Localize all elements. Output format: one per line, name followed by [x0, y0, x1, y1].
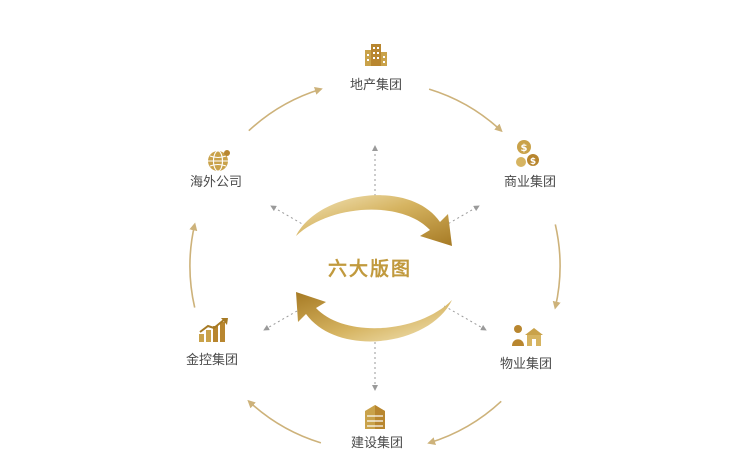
node-wuye[interactable]: 物业集团 [500, 325, 552, 372]
globe-icon [208, 150, 230, 172]
outer-ring-arcs [189, 87, 561, 445]
node-label-wuye: 物业集团 [500, 356, 552, 372]
node-label-shangye: 商业集团 [504, 174, 556, 190]
center-cycle: 六大版图 [296, 195, 452, 342]
ring-arc-1 [552, 224, 561, 310]
ring-arc-2 [427, 400, 502, 445]
svg-text:$: $ [521, 143, 528, 154]
ring-arc-5 [248, 87, 323, 132]
node-label-jinkong: 金控集团 [186, 352, 238, 368]
ring-arc-4 [189, 222, 198, 308]
node-jinkong[interactable]: 金控集团 [186, 318, 238, 368]
node-haiwai[interactable]: 海外公司 [190, 150, 242, 190]
construction-building-icon [365, 405, 385, 429]
cycle-arrow-top [296, 195, 452, 246]
node-label-jianshe: 建设集团 [351, 435, 403, 451]
node-dichan[interactable]: 地产集团 [350, 44, 402, 93]
growth-chart-icon [199, 318, 228, 342]
cycle-arrow-bottom [296, 292, 452, 342]
connector-jinkong [263, 305, 306, 331]
ring-arc-3 [247, 399, 322, 444]
dollar-coins-icon: $ $ [516, 140, 539, 167]
property-manager-house-icon [512, 325, 543, 346]
center-label: 六大版图 [328, 257, 412, 280]
ring-arc-0 [428, 88, 503, 133]
node-jianshe[interactable]: 建设集团 [351, 405, 403, 451]
node-label-haiwai: 海外公司 [190, 175, 242, 190]
node-label-dichan: 地产集团 [350, 77, 402, 93]
svg-text:$: $ [530, 157, 536, 167]
connector-wuye [444, 305, 487, 331]
connector-shangye [444, 205, 480, 227]
dotted-connectors [263, 145, 487, 391]
node-shangye[interactable]: $ $ 商业集团 [504, 140, 556, 190]
office-building-icon [365, 44, 387, 66]
connector-haiwai [270, 205, 306, 227]
